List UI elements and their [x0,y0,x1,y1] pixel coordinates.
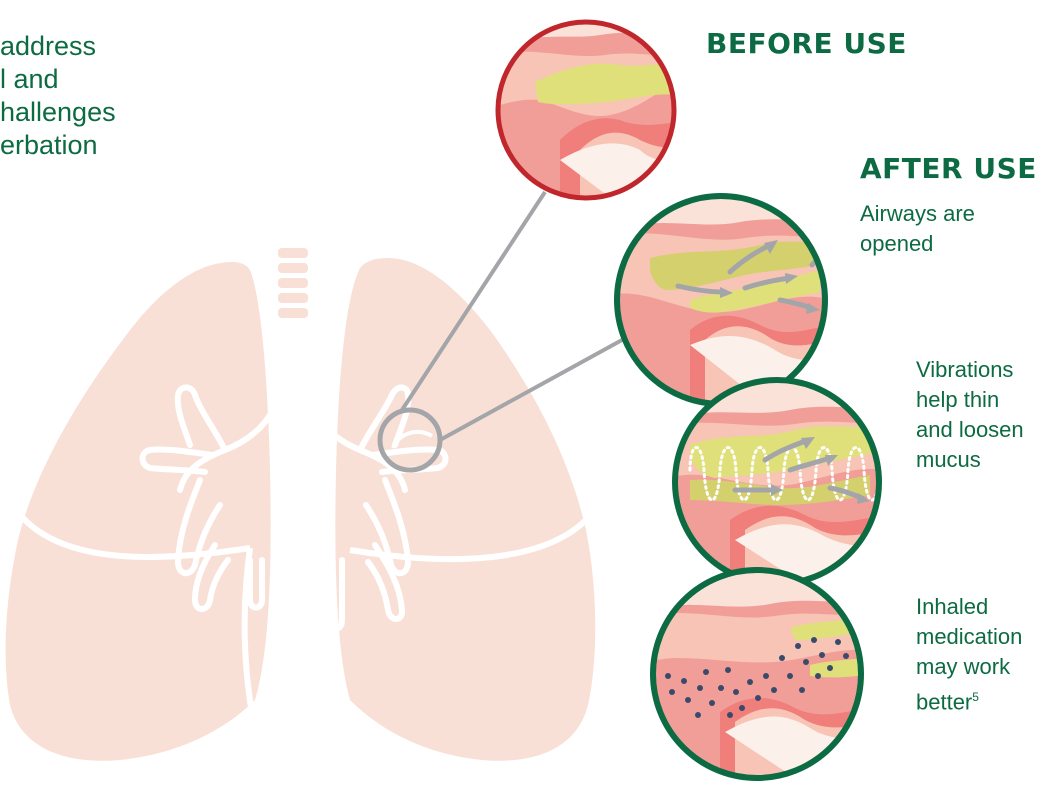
after-use-circle [615,195,830,410]
medication-caption-last: better [916,689,972,714]
after-use-caption: Airways are opened [860,199,975,259]
vibrations-caption: Vibrations help thin and loosen mucus [916,355,1024,475]
footnote-marker: 5 [972,690,979,704]
medication-caption-line-1: Inhaled [916,592,1022,622]
medication-caption-line-2: medication [916,622,1022,652]
medication-circle [650,568,865,783]
after-use-heading: AFTER USE [860,152,1037,185]
vibrations-caption-line-1: Vibrations [916,355,1024,385]
medication-caption-line-4: better5 [916,682,1022,717]
after-caption-line-1: Airways are [860,199,975,229]
lungs-illustration [6,248,596,761]
vibrations-caption-line-3: and loosen [916,415,1024,445]
trachea [278,248,308,318]
left-lung [6,262,271,761]
vibrations-caption-line-4: mucus [916,445,1024,475]
medication-caption-line-3: may work [916,652,1022,682]
after-caption-line-2: opened [860,229,975,259]
before-use-heading: BEFORE USE [706,27,907,60]
vibrations-circle [670,375,885,590]
before-use-circle [490,15,690,215]
medication-caption: Inhaled medication may work better5 [916,592,1022,717]
right-lung [335,258,595,761]
vibrations-caption-line-2: help thin [916,385,1024,415]
